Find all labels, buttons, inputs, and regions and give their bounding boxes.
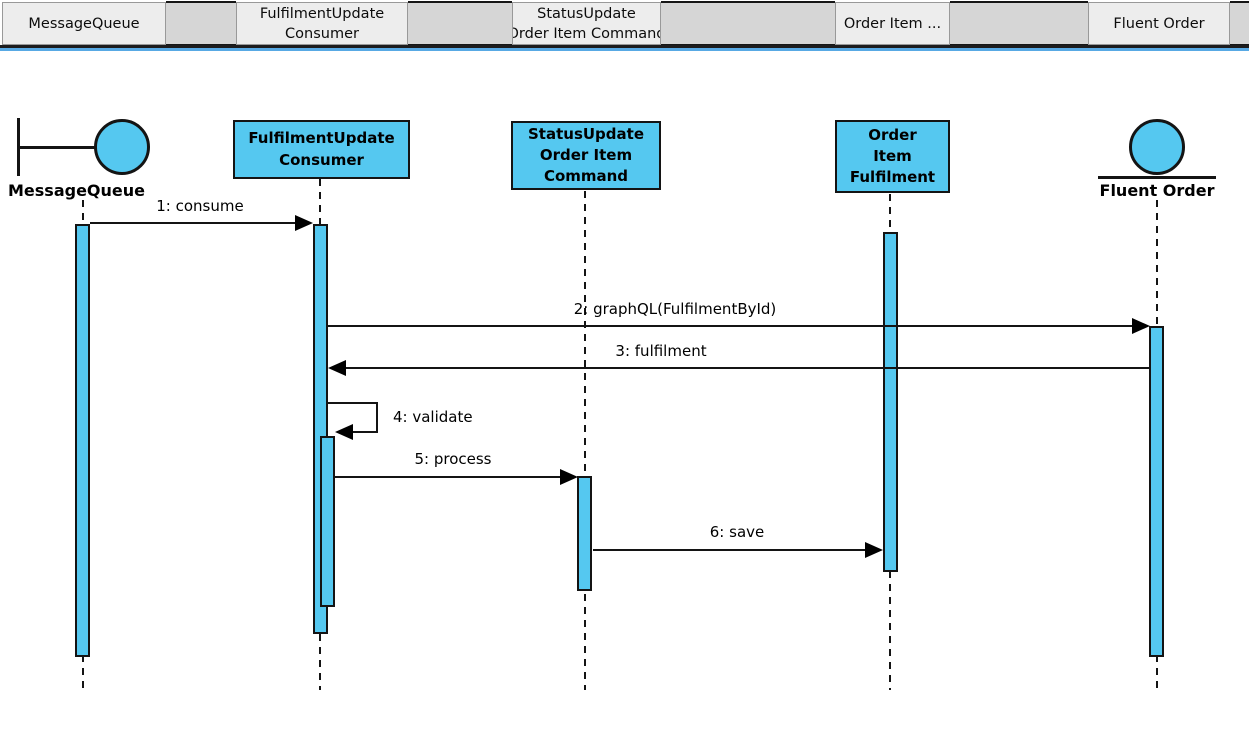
boundary-icon	[19, 146, 95, 149]
fluent-order-entity-icon[interactable]	[1129, 119, 1185, 175]
messagequeue-boundary-icon[interactable]	[94, 119, 150, 175]
message-6-line[interactable]	[593, 549, 867, 551]
message-2-label[interactable]: 2: graphQL(FulfilmentById)	[573, 300, 777, 318]
message-1-arrowhead-icon	[295, 215, 313, 231]
tab-label: FulfilmentUpdate	[259, 5, 385, 22]
message-3-label[interactable]: 3: fulfilment	[615, 342, 707, 360]
tab-label: Order Item Command	[512, 25, 661, 42]
message-2-arrowhead-icon	[1132, 318, 1150, 334]
activation-statusupdate-command[interactable]	[577, 476, 592, 591]
activation-fluent-order[interactable]	[1149, 326, 1164, 657]
tab-gap	[661, 1, 835, 46]
message-2-line[interactable]	[328, 325, 1133, 327]
message-1-line[interactable]	[90, 222, 296, 224]
message-4-arrowhead-icon	[335, 424, 353, 440]
head-label-line: Order	[868, 125, 917, 144]
head-label-line: FulfilmentUpdate	[248, 129, 395, 148]
message-6-arrowhead-icon	[865, 542, 883, 558]
tab-label: Fluent Order	[1113, 15, 1205, 32]
tab-label: MessageQueue	[28, 15, 140, 32]
entity-icon-underline	[1098, 176, 1216, 179]
tab-fulfilmentupdate-consumer[interactable]: FulfilmentUpdate Consumer	[236, 2, 408, 45]
tab-gap	[1230, 1, 1249, 46]
head-label-line: Item	[873, 146, 912, 165]
message-4-label[interactable]: 4: validate	[393, 408, 473, 426]
tab-statusupdate-order-item-command[interactable]: StatusUpdate Order Item Command	[512, 2, 661, 45]
message-5-arrowhead-icon	[560, 469, 578, 485]
boundary-icon	[17, 118, 20, 176]
message-5-label[interactable]: 5: process	[414, 450, 492, 468]
message-6-label[interactable]: 6: save	[709, 523, 765, 541]
messagequeue-label: MessageQueue	[8, 181, 146, 200]
tab-gap	[950, 1, 1088, 46]
tab-label: StatusUpdate	[537, 5, 636, 22]
tab-bar: MessageQueue FulfilmentUpdate Consumer S…	[0, 0, 1249, 51]
tab-order-item[interactable]: Order Item ...	[835, 2, 950, 45]
activation-consumer-nested[interactable]	[320, 436, 335, 607]
tab-gap	[166, 1, 236, 46]
message-3-line[interactable]	[346, 367, 1150, 369]
tab-messagequeue[interactable]: MessageQueue	[2, 2, 166, 45]
message-4-self-loop-bottom	[350, 431, 378, 433]
message-4-self-loop-top[interactable]	[328, 402, 378, 404]
tab-fluent-order[interactable]: Fluent Order	[1088, 2, 1230, 45]
tab-label: Order Item ...	[843, 15, 942, 32]
tabbar-divider-line	[0, 45, 1249, 48]
fulfilmentupdate-consumer-head[interactable]: FulfilmentUpdate Consumer	[233, 120, 410, 179]
activation-order-item-fulfilment[interactable]	[883, 232, 898, 572]
fluent-order-label: Fluent Order	[1099, 181, 1215, 200]
tabbar-accent-line	[0, 48, 1249, 51]
head-label-line: StatusUpdate	[528, 124, 644, 143]
tab-label: Consumer	[285, 25, 359, 42]
activation-messagequeue[interactable]	[75, 224, 90, 657]
head-label-line: Fulfilment	[849, 168, 936, 187]
head-label-line: Command	[543, 167, 629, 186]
order-item-fulfilment-head[interactable]: Order Item Fulfilment	[835, 120, 950, 193]
message-4-self-loop-side	[376, 402, 378, 433]
message-5-line[interactable]	[335, 476, 562, 478]
tab-gap	[408, 1, 512, 46]
lifeline-statusupdate-order-item-command[interactable]	[584, 191, 586, 690]
statusupdate-order-item-command-head[interactable]: StatusUpdate Order Item Command	[511, 121, 661, 190]
message-1-label[interactable]: 1: consume	[156, 197, 244, 215]
head-label-line: Order Item	[539, 145, 633, 164]
head-label-line: Consumer	[279, 150, 364, 169]
message-3-arrowhead-icon	[328, 360, 346, 376]
